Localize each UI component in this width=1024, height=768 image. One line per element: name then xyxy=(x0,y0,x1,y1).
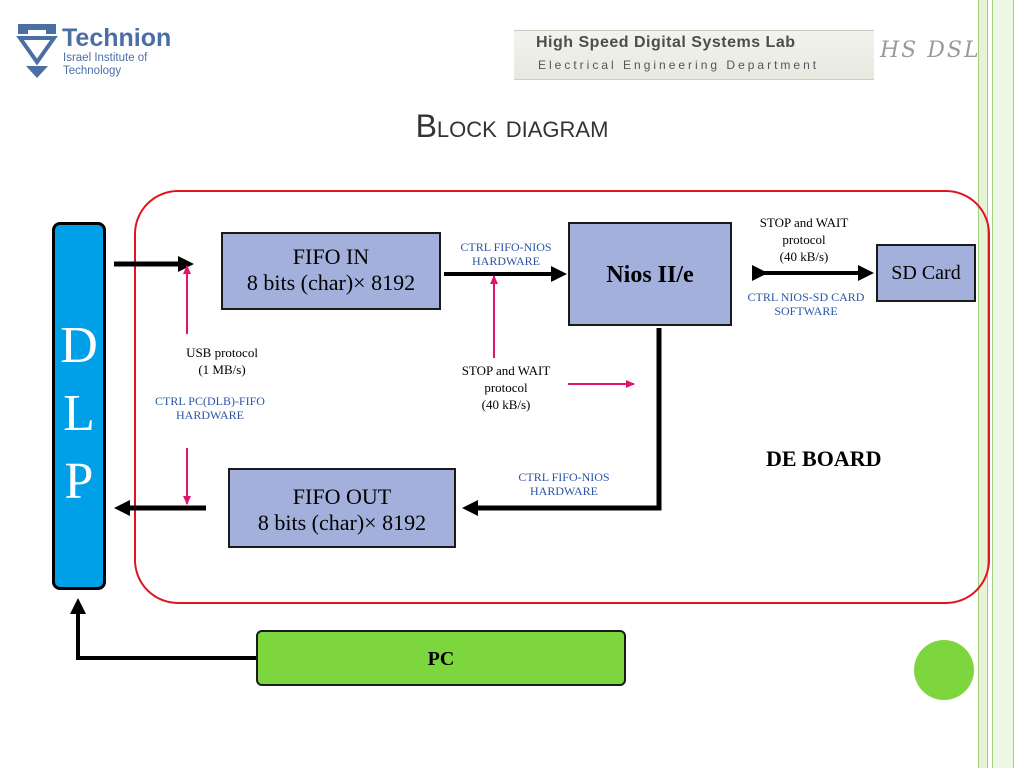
fifo-out-size: 8 bits (char)× 8192 xyxy=(257,510,427,535)
label-stop-wait-mid: STOP and WAIT protocol (40 kB/s) xyxy=(438,362,574,413)
label-line: (40 kB/s) xyxy=(481,397,531,412)
label-stop-wait-top: STOP and WAIT protocol (40 kB/s) xyxy=(730,214,878,265)
green-decor-circle xyxy=(914,640,974,700)
label-line: protocol xyxy=(782,232,826,247)
label-line: SOFTWARE xyxy=(774,304,838,318)
technion-emblem-icon xyxy=(16,24,58,78)
label-line: (1 MB/s) xyxy=(198,362,246,377)
arrow-nios-to-fifo-out xyxy=(462,328,662,516)
de-board-label: DE BOARD xyxy=(766,446,882,471)
right-decor-bar-wide xyxy=(992,0,1014,768)
lab-mark: HS DSL xyxy=(880,38,981,63)
label-ctrl-fifo-nios-bottom: CTRL FIFO-NIOS HARDWARE xyxy=(498,470,630,498)
label-line: protocol xyxy=(484,380,528,395)
label-line: USB protocol xyxy=(186,345,258,360)
label-ctrl-pc-fifo: CTRL PC(DLB)-FIFO HARDWARE xyxy=(136,394,284,422)
label-line: HARDWARE xyxy=(530,484,598,498)
dlp-letter-d: D xyxy=(60,317,98,374)
label-line: CTRL FIFO-NIOS xyxy=(460,240,552,254)
label-line: CTRL NIOS-SD CARD xyxy=(747,290,865,304)
label-line: HARDWARE xyxy=(472,254,540,268)
lab-title: High Speed Digital Systems Lab xyxy=(536,34,796,51)
nios-block: Nios II/e xyxy=(568,222,732,326)
technion-name: Technion xyxy=(62,24,172,52)
fifo-in-title: FIFO IN xyxy=(292,244,370,269)
fifo-in-size: 8 bits (char)× 8192 xyxy=(246,270,416,295)
label-usb-protocol: USB protocol (1 MB/s) xyxy=(156,344,288,378)
fifo-out-title: FIFO OUT xyxy=(292,484,392,509)
label-line: HARDWARE xyxy=(176,408,244,422)
slide-title: Block diagram xyxy=(415,108,609,144)
dlp-letter-p: P xyxy=(64,453,94,510)
sd-card-block: SD Card xyxy=(876,244,976,302)
technion-subtitle: Israel Institute of Technology xyxy=(63,52,148,77)
label-line: CTRL PC(DLB)-FIFO xyxy=(155,394,265,408)
right-decor-bar xyxy=(978,0,988,768)
dlp-block xyxy=(52,222,106,590)
label-line: STOP and WAIT xyxy=(461,363,551,378)
lab-banner xyxy=(514,30,874,80)
label-ctrl-nios-sd: CTRL NIOS-SD CARD SOFTWARE xyxy=(734,290,878,318)
label-line: (40 kB/s) xyxy=(779,249,829,264)
label-line: STOP and WAIT xyxy=(759,215,849,230)
arrow-pc-to-dlp xyxy=(70,598,256,660)
fifo-in-block: FIFO IN 8 bits (char)× 8192 xyxy=(221,232,441,310)
label-line: CTRL FIFO-NIOS xyxy=(518,470,610,484)
fifo-out-block: FIFO OUT 8 bits (char)× 8192 xyxy=(228,468,456,548)
lab-department: Electrical Engineering Department xyxy=(538,58,820,72)
dlp-letter-l: L xyxy=(63,385,95,442)
label-ctrl-fifo-nios-top: CTRL FIFO-NIOS HARDWARE xyxy=(444,240,568,268)
de-board-outline xyxy=(134,190,990,604)
pc-block: PC xyxy=(256,630,626,686)
